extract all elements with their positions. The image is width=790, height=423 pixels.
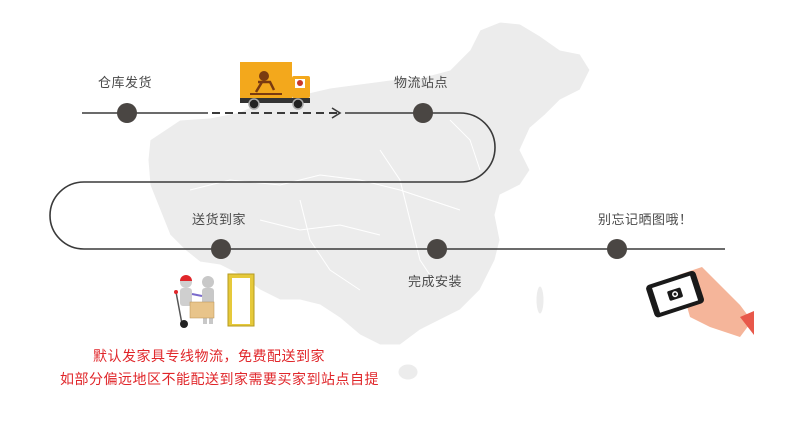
step-dots	[117, 103, 627, 259]
step-dot-station	[413, 103, 433, 123]
courier-delivery-illustration	[174, 273, 255, 328]
china-map-silhouette	[147, 21, 591, 381]
step-dot-warehouse	[117, 103, 137, 123]
route-path	[49, 107, 725, 250]
step-label-station: 物流站点	[394, 76, 449, 91]
hand-phone-camera-icon	[646, 267, 754, 337]
step-dot-install	[427, 239, 447, 259]
step-label-install: 完成安装	[408, 275, 463, 290]
delivery-truck-icon	[240, 62, 310, 110]
step-label-home: 送货到家	[192, 213, 247, 228]
step-dot-home	[211, 239, 231, 259]
step-label-photo: 别忘记晒图哦！	[598, 213, 693, 228]
delivery-note-line1: 默认发家具专线物流，免费配送到家	[93, 349, 325, 365]
step-label-warehouse: 仓库发货	[98, 76, 153, 91]
delivery-note-line2: 如部分偏远地区不能配送到家需要买家到站点自提	[60, 372, 379, 388]
step-dot-photo	[607, 239, 627, 259]
